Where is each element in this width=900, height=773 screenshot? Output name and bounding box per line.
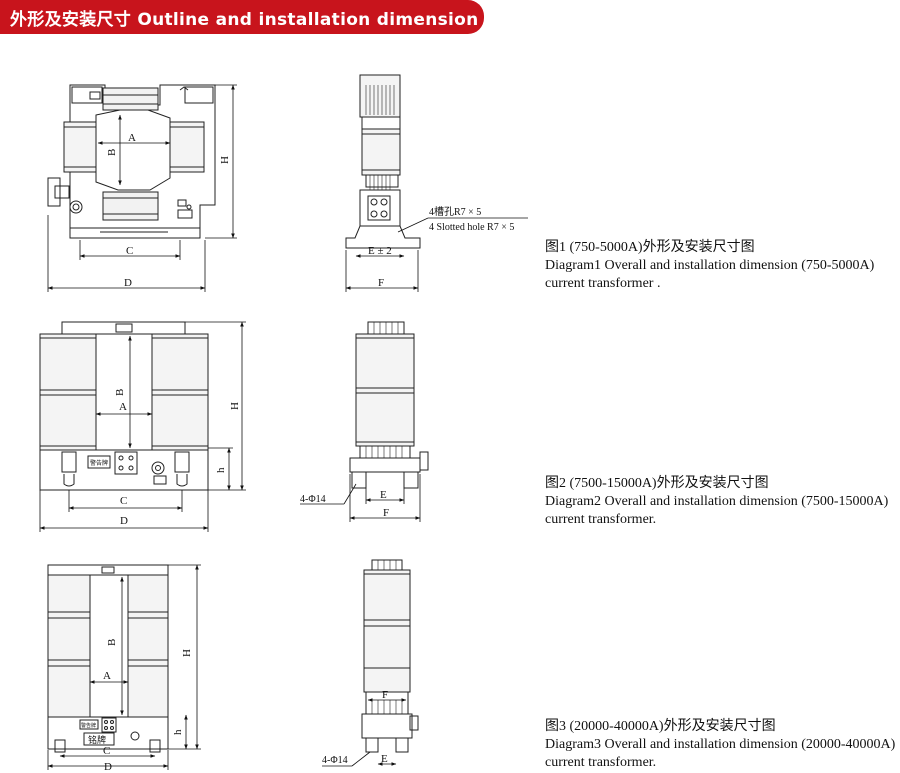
svg-text:h: h — [172, 729, 184, 735]
diagram1-side-labels: E ± 2 F 4槽孔R7 × 5 4 Slotted hole R7 × 5 — [368, 205, 514, 289]
section-header: 外形及安装尺寸 Outline and installation dimensi… — [0, 0, 484, 34]
svg-text:警告牌: 警告牌 — [81, 722, 96, 729]
svg-text:A: A — [119, 401, 127, 413]
svg-text:E: E — [381, 753, 388, 765]
svg-text:A: A — [128, 132, 136, 144]
svg-text:E ± 2: E ± 2 — [368, 245, 392, 257]
diagram2-side-labels: E F 4-Φ14 — [300, 489, 389, 519]
diagram2-caption-cn: 图2 (7500-15000A)外形及安装尺寸图 — [545, 476, 769, 491]
svg-text:4-Φ14: 4-Φ14 — [300, 494, 326, 505]
diagram1-caption-cn: 图1 (750-5000A)外形及安装尺寸图 — [545, 240, 755, 255]
diagram3-caption: 图3 (20000-40000A)外形及安装尺寸图 Diagram3 Overa… — [545, 718, 895, 772]
svg-text:B: B — [114, 389, 126, 396]
svg-text:D: D — [104, 761, 112, 773]
svg-text:E: E — [380, 489, 387, 501]
diagram3-side-view — [361, 559, 419, 753]
svg-text:D: D — [124, 277, 132, 289]
diagram3-front-view — [47, 564, 169, 753]
diagram1-side-view — [345, 74, 421, 249]
diagram3-caption-en-2: current transformer. — [545, 755, 657, 770]
diagram1-side-dimensions — [345, 217, 528, 292]
diagram2-side-view — [349, 321, 429, 489]
svg-text:C: C — [126, 245, 133, 257]
svg-text:H: H — [181, 649, 193, 657]
svg-text:B: B — [106, 639, 118, 646]
diagram2-front-view — [39, 321, 209, 491]
diagram2-caption: 图2 (7500-15000A)外形及安装尺寸图 Diagram2 Overal… — [545, 475, 888, 529]
diagram1-front-view — [47, 84, 216, 239]
diagram2-front-dimensions — [39, 321, 246, 532]
section-title: 外形及安装尺寸 Outline and installation dimensi… — [10, 10, 479, 30]
diagram3-front-labels: A B C D H h 警告牌 铭牌 — [81, 639, 193, 773]
svg-text:H: H — [219, 156, 231, 164]
svg-text:h: h — [215, 467, 227, 473]
svg-text:D: D — [120, 515, 128, 527]
diagram1-caption-en-1: Diagram1 Overall and installation dimens… — [545, 258, 875, 273]
svg-text:A: A — [103, 670, 111, 682]
svg-text:4槽孔R7 × 5: 4槽孔R7 × 5 — [429, 205, 481, 218]
diagram1-front-labels: A B C D H — [106, 132, 231, 289]
svg-text:警告牌: 警告牌 — [90, 459, 108, 467]
svg-text:B: B — [106, 149, 118, 156]
svg-text:4-Φ14: 4-Φ14 — [322, 755, 348, 766]
svg-text:F: F — [382, 689, 388, 701]
diagram3-caption-cn: 图3 (20000-40000A)外形及安装尺寸图 — [545, 719, 776, 734]
diagram2-caption-en-1: Diagram2 Overall and installation dimens… — [545, 494, 889, 509]
diagram1-caption-en-2: current transformer . — [545, 276, 661, 291]
svg-text:F: F — [378, 277, 384, 289]
svg-text:4 Slotted hole R7 × 5: 4 Slotted hole R7 × 5 — [429, 222, 514, 233]
diagram3-side-labels: F E 4-Φ14 — [322, 689, 388, 766]
diagram2-caption-en-2: current transformer. — [545, 512, 657, 527]
diagram3-side-dimensions — [322, 698, 407, 767]
diagram3-front-dimensions — [47, 564, 201, 770]
diagram1-caption: 图1 (750-5000A)外形及安装尺寸图 Diagram1 Overall … — [545, 239, 874, 293]
svg-text:C: C — [103, 745, 110, 757]
svg-text:C: C — [120, 495, 127, 507]
diagram3-caption-en-1: Diagram3 Overall and installation dimens… — [545, 737, 896, 752]
diagram2-side-dimensions — [300, 474, 421, 522]
diagram1-front-dimensions — [47, 84, 237, 292]
svg-text:H: H — [229, 402, 241, 410]
svg-text:铭牌: 铭牌 — [88, 734, 106, 745]
diagram2-front-labels: A B C D H h 警告牌 — [90, 389, 241, 527]
svg-text:F: F — [383, 507, 389, 519]
